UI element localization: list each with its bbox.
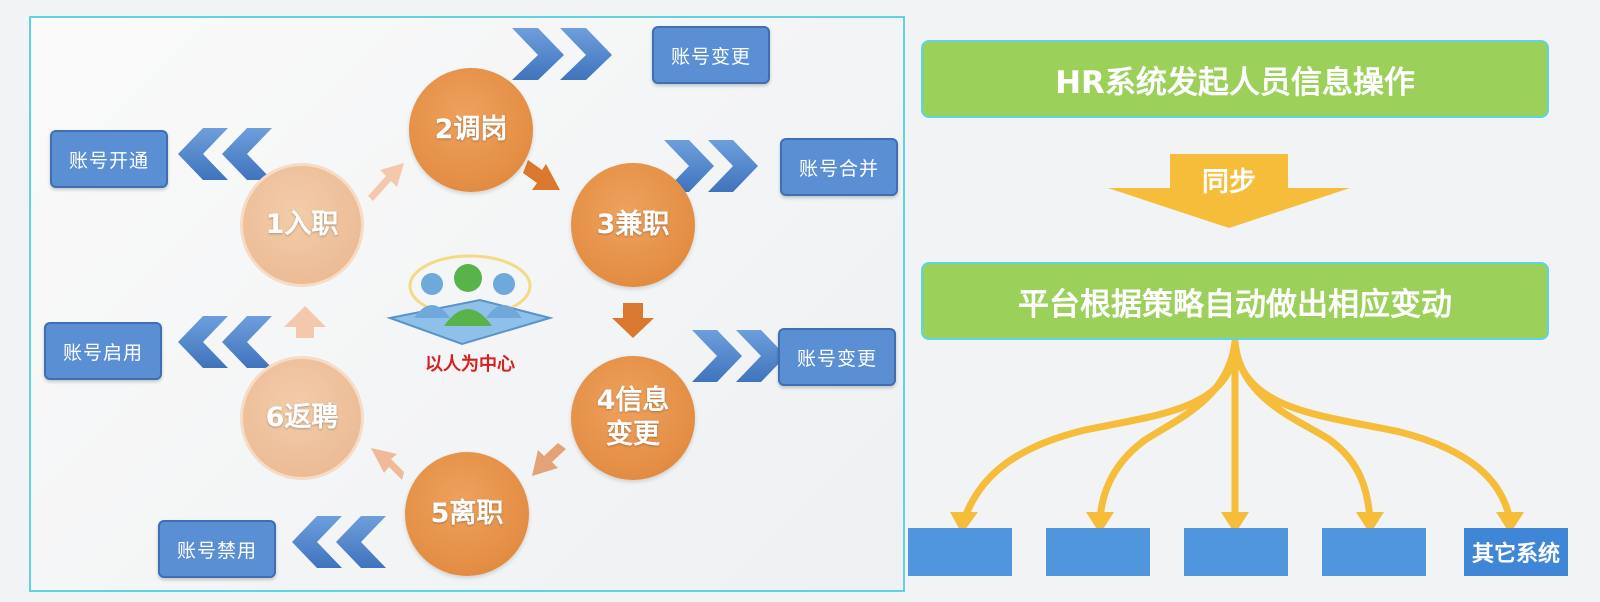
arrow-parttime-to-infochange [612,303,654,338]
system-box-4 [1322,528,1426,576]
system-box-2 [1046,528,1150,576]
stage-transfer: 2调岗 [409,68,533,192]
chevron-left-icon [178,128,272,180]
arrow-infochange-to-leave [532,443,566,476]
sync-label: 同步 [1202,167,1256,198]
account-change-right: 账号变更 [778,328,896,386]
hr-initiate-box: HR系统发起人员信息操作 [921,40,1549,118]
stage-infochange: 4信息 变更 [571,356,695,480]
account-merge: 账号合并 [780,138,898,196]
arrow-transfer-to-parttime [523,160,560,190]
arrow-leave-to-rehire [371,448,404,480]
chevron-left-icon [292,516,386,568]
account-open: 账号开通 [50,130,168,188]
center-label: 以人为中心 [425,354,515,375]
account-change-top: 账号变更 [652,26,770,84]
system-box-3 [1184,528,1288,576]
chevron-right-icon [692,330,786,382]
stage-onboard: 1入职 [240,163,364,287]
account-enable: 账号启用 [44,322,162,380]
arrow-rehire-to-onboard [284,306,326,338]
account-disable: 账号禁用 [158,520,276,578]
arrowhead-icon [950,512,1524,534]
arrow-onboard-to-transfer [368,163,404,201]
stage-leave: 5离职 [405,452,529,576]
stage-parttime: 3兼职 [571,163,695,287]
chevron-left-icon [178,316,272,368]
people-group-icon [386,254,554,346]
platform-auto-box: 平台根据策略自动做出相应变动 [921,262,1549,340]
stage-rehire: 6返聘 [240,356,364,480]
chevron-right-icon [664,140,758,192]
system-box-1 [908,528,1012,576]
other-systems-box: 其它系统 [1464,528,1568,576]
distribution-curves [960,338,1514,524]
chevron-right-icon [512,28,612,80]
sync-down-arrow [1108,154,1350,228]
